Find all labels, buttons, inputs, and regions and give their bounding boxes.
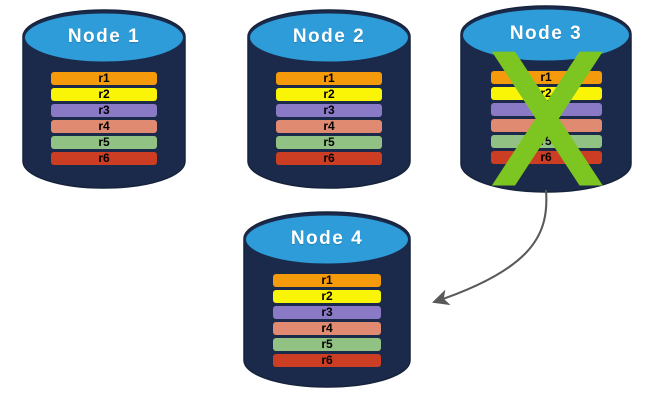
row-bar-r5[interactable]: r5: [273, 338, 381, 351]
row-bar-r6[interactable]: r6: [490, 151, 602, 164]
row-bar-r3[interactable]: r3: [490, 103, 602, 116]
row-bar-r4[interactable]: r4: [273, 322, 381, 335]
row-stack: r1 r2 r3 r4 r5 r6: [22, 72, 186, 165]
row-bar-r3[interactable]: r3: [273, 306, 381, 319]
row-bar-r1[interactable]: r1: [490, 71, 602, 84]
row-stack: r1 r2 r3 r4 r5 r6: [247, 72, 411, 165]
row-bar-r2[interactable]: r2: [273, 290, 381, 303]
cylinder-top-disc: [23, 11, 185, 64]
row-bar-r6[interactable]: r6: [276, 152, 382, 165]
row-stack: r1 r2 r3 r4 r5 r6: [460, 71, 632, 164]
cylinder-top-disc: [248, 11, 410, 64]
row-stack: r1 r2 r3 r4 r5 r6: [243, 274, 411, 367]
row-bar-r5[interactable]: r5: [51, 136, 157, 149]
row-bar-r1[interactable]: r1: [51, 72, 157, 85]
row-bar-r5[interactable]: r5: [490, 135, 602, 148]
row-bar-r2[interactable]: r2: [490, 87, 602, 100]
row-bar-r1[interactable]: r1: [273, 274, 381, 287]
row-bar-r4[interactable]: r4: [490, 119, 602, 132]
cylinder-top-disc: [461, 7, 631, 63]
row-bar-r3[interactable]: r3: [276, 104, 382, 117]
row-bar-r2[interactable]: r2: [51, 88, 157, 101]
row-bar-r2[interactable]: r2: [276, 88, 382, 101]
row-bar-r5[interactable]: r5: [276, 136, 382, 149]
row-bar-r4[interactable]: r4: [51, 120, 157, 133]
row-bar-r6[interactable]: r6: [273, 354, 381, 367]
row-bar-r6[interactable]: r6: [51, 152, 157, 165]
cylinder-top-disc: [244, 213, 410, 266]
row-bar-r4[interactable]: r4: [276, 120, 382, 133]
row-bar-r1[interactable]: r1: [276, 72, 382, 85]
row-bar-r3[interactable]: r3: [51, 104, 157, 117]
